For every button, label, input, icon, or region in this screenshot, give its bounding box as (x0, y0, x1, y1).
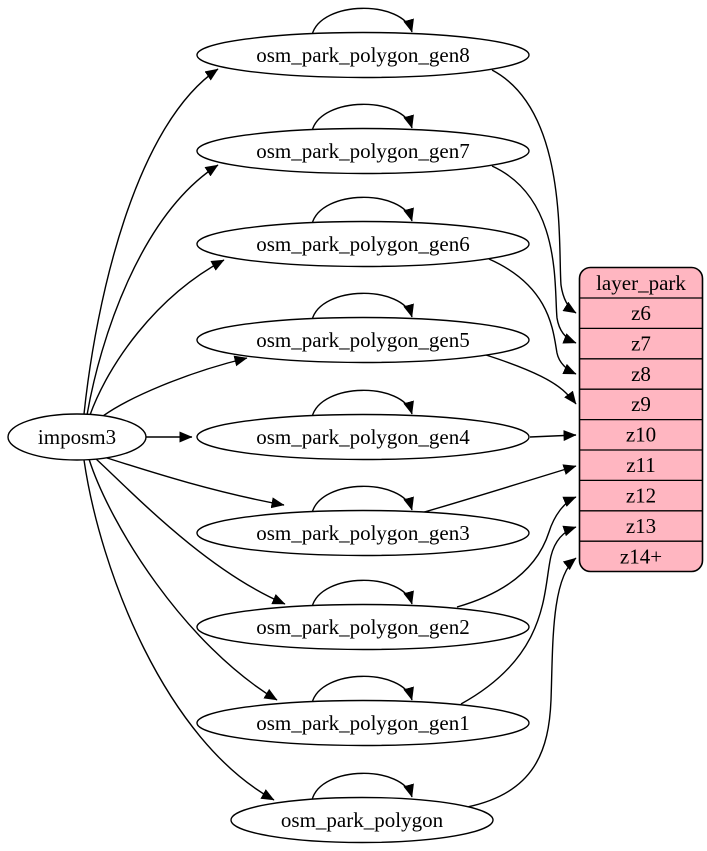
node-label-osm-park-polygon: osm_park_polygon (281, 808, 444, 832)
node-label-gen6: osm_park_polygon_gen6 (256, 232, 469, 256)
node-label-gen2: osm_park_polygon_gen2 (256, 615, 469, 639)
node-ellipse-gen3 (196, 509, 530, 557)
node-ellipse-gen2 (196, 603, 530, 651)
table-row-z7: z7 (631, 332, 651, 356)
table-layer-park: layer_park z6 z7 z8 z9 z10 z11 z12 z13 z… (578, 266, 704, 573)
edge-imposm3-to-gen2 (94, 457, 286, 605)
table-row-z9: z9 (631, 392, 651, 416)
node-label-gen5: osm_park_polygon_gen5 (256, 328, 469, 352)
table-row-z13: z13 (626, 514, 656, 538)
node-ellipse-gen4 (196, 413, 530, 461)
node-osm-park-polygon-gen3: osm_park_polygon_gen3 (196, 485, 530, 557)
node-ellipse-gen7 (196, 127, 530, 175)
edge-gen8-to-z6 (491, 69, 577, 314)
edges-to-layer-park (420, 69, 577, 808)
edge-gen1-to-z13 (460, 525, 577, 705)
self-loop-gen3 (311, 485, 414, 514)
table-row-z11: z11 (626, 453, 656, 477)
self-loop-gen5 (311, 292, 414, 321)
node-osm-park-polygon-gen1: osm_park_polygon_gen1 (196, 675, 530, 747)
node-osm-park-polygon-gen8: osm_park_polygon_gen8 (196, 7, 530, 79)
self-loop-osm-park-polygon (311, 772, 414, 801)
node-ellipse-gen1 (196, 699, 530, 747)
edge-imposm3-to-gen6 (89, 259, 225, 416)
node-label-gen4: osm_park_polygon_gen4 (256, 425, 470, 449)
edge-imposm3-to-gen8 (83, 68, 219, 415)
node-ellipse-gen5 (196, 316, 530, 364)
edge-gen5-to-z9 (485, 354, 577, 405)
edge-osm-park-polygon-to-z14 (466, 557, 577, 808)
node-osm-park-polygon-gen7: osm_park_polygon_gen7 (196, 103, 530, 175)
edge-gen7-to-z7 (491, 165, 577, 344)
table-title: layer_park (596, 271, 686, 295)
edge-gen2-to-z12 (456, 496, 577, 608)
self-loop-gen1 (311, 675, 414, 704)
self-loop-gen4 (311, 389, 414, 418)
node-osm-park-polygon-gen4: osm_park_polygon_gen4 (196, 389, 530, 461)
edge-gen4-to-z10 (529, 430, 577, 442)
edge-imposm3-to-gen1 (88, 458, 278, 701)
node-osm-park-polygon-gen6: osm_park_polygon_gen6 (196, 196, 530, 268)
self-loop-gen2 (311, 579, 414, 608)
node-label-gen1: osm_park_polygon_gen1 (256, 711, 469, 735)
edge-imposm3-to-gen3 (103, 456, 285, 509)
table-row-z8: z8 (631, 362, 651, 386)
edge-imposm3-to-gen5 (102, 355, 248, 417)
edges-from-imposm3 (83, 68, 286, 801)
edge-gen3-to-z11 (420, 464, 577, 514)
node-label-gen3: osm_park_polygon_gen3 (256, 521, 469, 545)
node-osm-park-polygon-gen2: osm_park_polygon_gen2 (196, 579, 530, 651)
self-loop-gen8 (311, 7, 414, 36)
table-row-z14: z14+ (620, 545, 662, 569)
edge-imposm3-to-gen7 (86, 164, 219, 416)
table-row-z6: z6 (631, 301, 651, 325)
node-ellipse-gen8 (196, 31, 530, 79)
table-row-z12: z12 (626, 484, 656, 508)
node-imposm3: imposm3 (7, 413, 147, 461)
node-label-imposm3: imposm3 (38, 425, 116, 449)
self-loop-gen7 (311, 103, 414, 132)
self-loop-gen6 (311, 196, 414, 225)
node-ellipse-osm-park-polygon (230, 796, 494, 844)
node-ellipse-gen6 (196, 220, 530, 268)
table-row-separators (579, 297, 703, 542)
node-ellipse-imposm3 (7, 413, 147, 461)
node-label-gen7: osm_park_polygon_gen7 (256, 139, 469, 163)
node-label-gen8: osm_park_polygon_gen8 (256, 43, 469, 67)
edge-imposm3-to-osm-park-polygon (83, 459, 275, 801)
edge-gen6-to-z8 (488, 258, 577, 375)
node-osm-park-polygon: osm_park_polygon (230, 772, 494, 844)
node-osm-park-polygon-gen5: osm_park_polygon_gen5 (196, 292, 530, 364)
table-row-z10: z10 (626, 423, 656, 447)
